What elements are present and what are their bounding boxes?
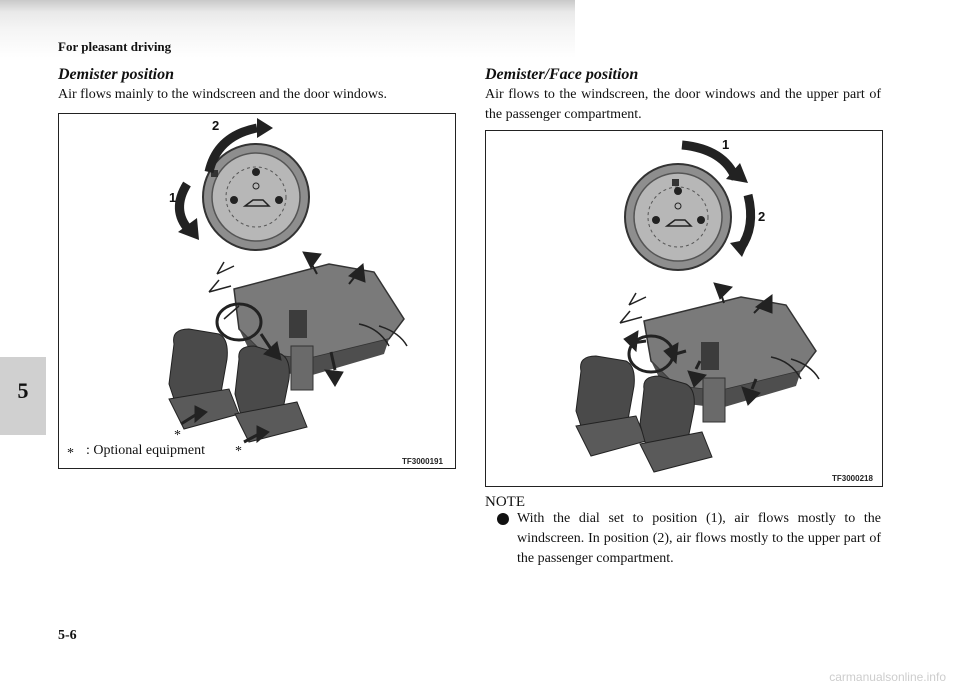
position-1-label: 1	[169, 190, 177, 205]
demister-face-figure: 1 2 TF3000218	[485, 130, 883, 487]
chapter-tab	[0, 357, 46, 435]
note-label: NOTE	[485, 494, 525, 510]
chapter-number: 5	[17, 378, 29, 403]
section-header-title: For pleasant driving	[58, 39, 172, 54]
header-band	[0, 0, 575, 58]
seats-illustration	[575, 355, 713, 473]
position-2-label: 2	[758, 209, 766, 224]
demister-figure: 2 1 * * * : Optional equipment TF3000191	[58, 113, 456, 469]
mode-dial-illustration	[202, 143, 310, 251]
seats-illustration	[168, 328, 308, 443]
note-text: With the dial set to position (1), air f…	[517, 511, 881, 566]
legend-asterisk: *	[67, 446, 74, 461]
mode-dial-illustration	[624, 163, 732, 271]
demister-face-heading: Demister/Face position	[485, 66, 639, 83]
figure-code: TF3000218	[832, 474, 873, 483]
airflow-arrows	[180, 251, 366, 444]
demister-face-illustration	[575, 140, 820, 473]
page-number: 5-6	[58, 628, 77, 643]
figure-code: TF3000191	[402, 457, 443, 466]
airflow-arrows	[623, 282, 773, 406]
bullet-icon	[497, 513, 509, 525]
position-1-label: 1	[722, 137, 730, 152]
optional-asterisk-mark: *	[235, 444, 242, 459]
demister-face-description: Air flows to the windscreen, the door wi…	[485, 87, 881, 122]
arrow-position-1	[175, 181, 193, 234]
optional-equipment-legend: : Optional equipment	[86, 443, 205, 458]
demister-description: Air flows mainly to the windscreen and t…	[58, 87, 387, 102]
position-2-label: 2	[212, 118, 220, 133]
optional-asterisk-mark: *	[174, 428, 181, 443]
demister-heading: Demister position	[58, 66, 175, 83]
demister-illustration	[168, 118, 408, 444]
watermark: carmanualsonline.info	[829, 670, 946, 684]
